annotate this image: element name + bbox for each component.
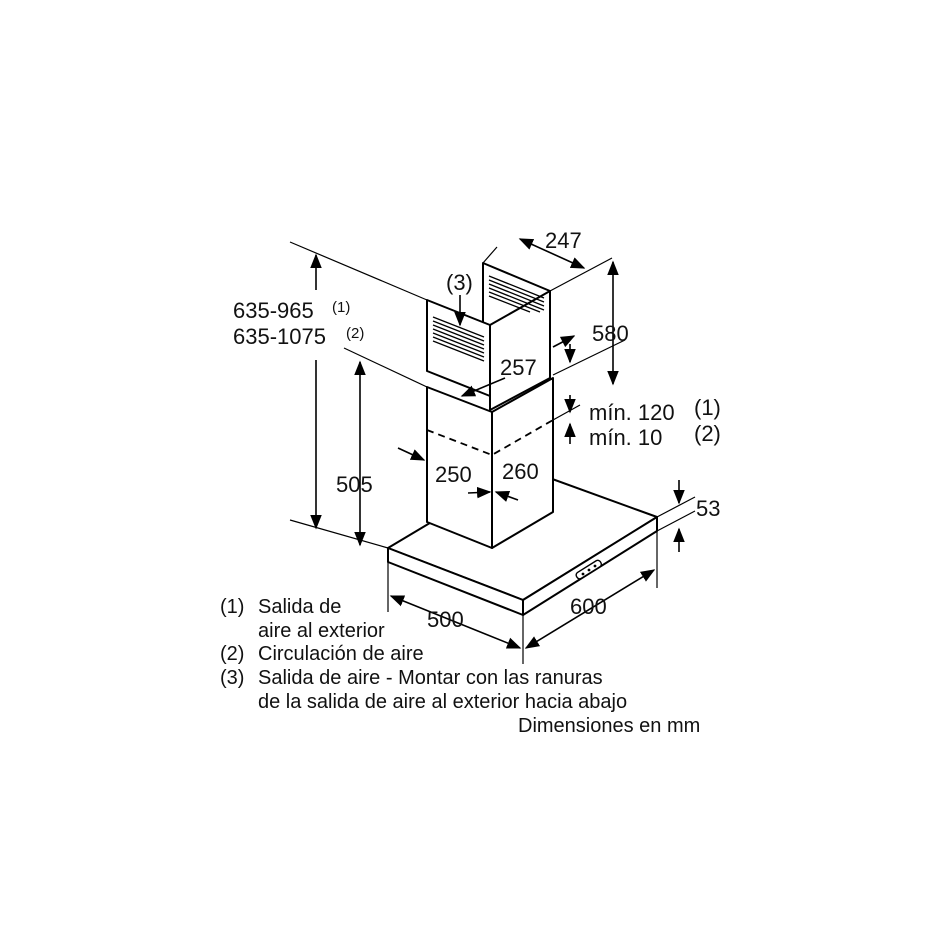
outlet-marker: (3) (446, 270, 473, 295)
dimension-labels: 247 580 257 (3) 635-965 (1) 635-1075 (2)… (233, 228, 721, 632)
outlet-slots-front (432, 316, 485, 362)
legend: (1) Salida de aire al exterior (2) Circu… (220, 596, 700, 737)
dim-outlet-depth: 257 (500, 355, 537, 380)
dim-total-height-1-ref: (1) (332, 299, 350, 316)
lower-chimney (426, 377, 554, 549)
legend-item2-line1: Circulación de aire (258, 643, 424, 665)
units-note: Dimensiones en mm (518, 715, 700, 737)
dimension-lines (289, 238, 696, 664)
legend-item1-line1: Salida de (258, 596, 341, 618)
dim-canopy-height: 53 (696, 496, 720, 521)
dim-lower-height: 505 (336, 472, 373, 497)
dim-canopy-depth: 500 (427, 607, 464, 632)
legend-item3-line2: de la salida de aire al exterior hacia a… (258, 691, 627, 713)
legend-item3-line1: Salida de aire - Montar con las ranuras (258, 667, 603, 689)
legend-item1-num: (1) (220, 596, 244, 618)
legend-item1-line2: aire al exterior (258, 620, 385, 642)
dim-min-gap-2: mín. 10 (589, 425, 662, 450)
legend-item2-num: (2) (220, 643, 244, 665)
dim-canopy-width: 600 (570, 594, 607, 619)
dim-chimney-depth: 260 (502, 459, 539, 484)
dim-min-gap-1-ref: (1) (694, 395, 721, 420)
outlet-slots-rear (488, 275, 545, 313)
dim-chimney-width: 250 (435, 462, 472, 487)
dim-top-width: 247 (545, 228, 582, 253)
legend-item3-num: (3) (220, 667, 244, 689)
dim-total-height-2: 635-1075 (233, 324, 326, 349)
dim-min-gap-2-ref: (2) (694, 421, 721, 446)
dim-total-height-2-ref: (2) (346, 325, 364, 342)
upper-chimney (426, 262, 551, 411)
dim-total-height-1: 635-965 (233, 298, 314, 323)
dim-min-gap-1: mín. 120 (589, 400, 675, 425)
dim-upper-height: 580 (592, 321, 629, 346)
